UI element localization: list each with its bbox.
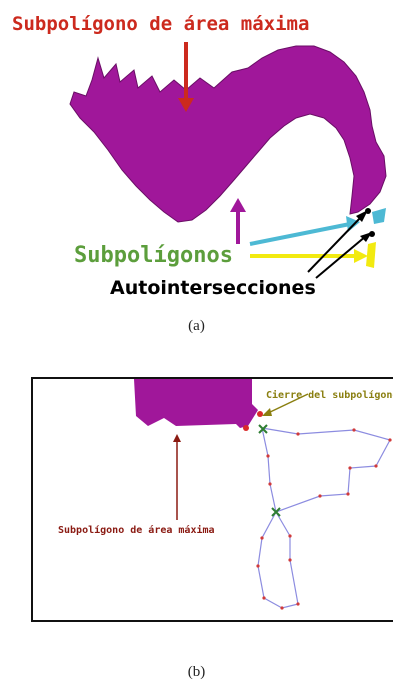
vertex — [296, 602, 300, 606]
black-arrow-1 — [307, 215, 363, 273]
max-area-polygon — [69, 45, 387, 223]
vertex — [296, 432, 300, 436]
subpolygon-path — [257, 427, 391, 609]
vertex — [348, 466, 352, 470]
intersection-point-1 — [365, 208, 371, 214]
panel-a-figure: Subpolígono de área máxima Subpolígonos … — [12, 13, 387, 299]
black-arrow-2 — [315, 235, 367, 279]
caption-b: (b) — [187, 664, 206, 680]
red-arrow-head — [178, 98, 194, 112]
label-closure: Cierre del subpolígono — [266, 389, 393, 401]
vertex — [268, 482, 272, 486]
label-subpolygons: Subpolígonos — [74, 243, 233, 268]
vertex — [280, 606, 284, 610]
vertex — [388, 438, 392, 442]
label-max-area-b: Subpolígono de área máxima — [58, 524, 215, 536]
max-area-polygon-b — [134, 379, 258, 428]
vertex — [266, 454, 270, 458]
label-self-intersections: Autointersecciones — [110, 277, 316, 299]
caption-a: (a) — [188, 318, 205, 334]
closure-dot-2 — [243, 425, 249, 431]
path-vertices — [256, 428, 392, 610]
intersection-marker-1 — [258, 424, 268, 434]
vertex — [374, 464, 378, 468]
intersection-marker-2 — [271, 507, 281, 517]
vertex — [256, 564, 260, 568]
vertex — [262, 596, 266, 600]
max-area-arrow-head — [173, 434, 181, 442]
yellow-arrow-head — [354, 249, 368, 263]
vertex — [318, 494, 322, 498]
panel-b-figure: Cierre del subpolígono Subpolígono de ár… — [31, 377, 393, 622]
panel-a: Subpolígono de área máxima Subpolígonos … — [0, 0, 393, 320]
cyan-arrow — [249, 222, 351, 246]
vertex — [288, 558, 292, 562]
label-max-area: Subpolígono de área máxima — [12, 13, 309, 35]
vertex — [346, 492, 350, 496]
closure-arrow-head — [262, 408, 272, 416]
subpolygon-yellow — [366, 242, 376, 268]
closure-dot-1 — [257, 411, 263, 417]
vertex — [352, 428, 356, 432]
vertex — [288, 534, 292, 538]
closure-arrow — [265, 393, 309, 415]
panel-b: Cierre del subpolígono Subpolígono de ár… — [0, 360, 393, 640]
purple-arrow-head — [230, 198, 246, 212]
black-arrow-2-head — [360, 232, 372, 242]
black-arrow-1-head — [356, 210, 368, 222]
subpolygon-cyan — [372, 208, 386, 224]
intersection-point-2 — [369, 231, 375, 237]
vertex — [260, 536, 264, 540]
